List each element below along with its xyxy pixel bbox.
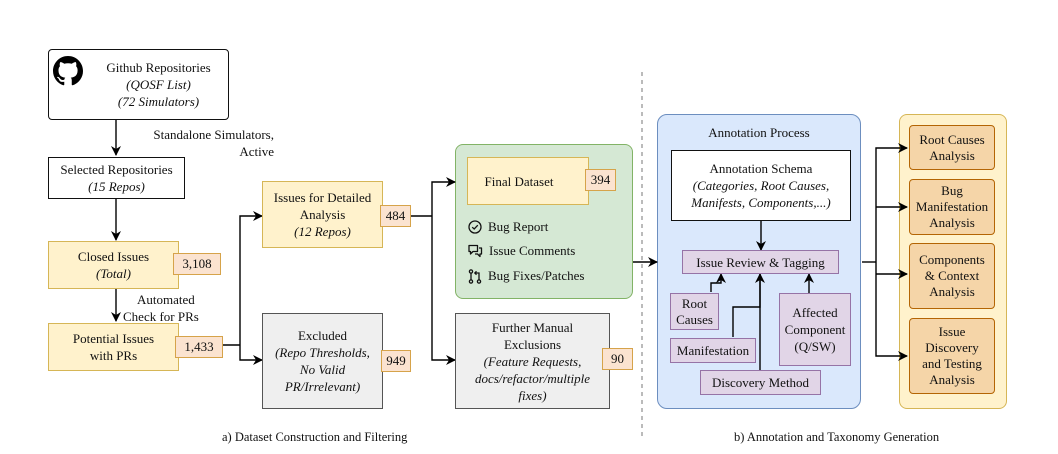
- excluded-sub3: PR/Irrelevant): [284, 379, 361, 394]
- final-title: Final Dataset: [484, 173, 554, 189]
- potential-line1: Potential Issues: [72, 331, 155, 346]
- caption-a: a) Dataset Construction and Filtering: [222, 430, 408, 444]
- detailed-count-badge: 484: [380, 205, 411, 227]
- output-bug-manifestation-analysis: Bug Manifestation Analysis: [909, 179, 995, 235]
- edge-to-excluded: [239, 345, 263, 365]
- caption-b: b) Annotation and Taxonomy Generation: [734, 430, 940, 444]
- pull-request-icon: [468, 268, 482, 284]
- output-components-context-analysis: Components & Context Analysis: [909, 243, 995, 309]
- edge-label-standalone: Standalone Simulators, Active: [153, 127, 274, 159]
- legend-bug-report: Bug Report: [468, 219, 548, 235]
- edge-to-further: [431, 216, 456, 365]
- final-dataset-box: Final Dataset: [467, 157, 589, 205]
- closed-issues-box: Closed Issues (Total): [48, 241, 179, 289]
- github-sub2: (72 Simulators): [117, 94, 200, 109]
- discovery-method-box: Discovery Method: [700, 370, 821, 395]
- schema-sub2: Manifests, Components,...): [691, 195, 831, 210]
- edge-to-output-4: [875, 262, 908, 361]
- further-line1: Further Manual: [491, 319, 574, 335]
- root-causes-box: Root Causes: [670, 293, 719, 330]
- selected-title: Selected Repositories: [60, 162, 173, 177]
- excluded-box: Excluded (Repo Thresholds, No Valid PR/I…: [262, 313, 383, 409]
- closed-title: Closed Issues: [77, 249, 150, 264]
- further-sub1: (Feature Requests,: [483, 353, 582, 369]
- github-icon: [53, 56, 83, 86]
- annotation-process-title: Annotation Process: [708, 125, 810, 140]
- edge-to-final: [431, 177, 456, 216]
- affected-component-box: Affected Component (Q/SW): [779, 293, 851, 366]
- further-line2: Exclusions: [503, 336, 562, 352]
- legend-bug-fixes: Bug Fixes/Patches: [468, 268, 584, 284]
- output-issue-discovery-testing-analysis: Issue Discovery and Testing Analysis: [909, 318, 995, 394]
- edge-rootcauses-review: [710, 273, 726, 292]
- output-root-causes-analysis: Root Causes Analysis: [909, 125, 995, 170]
- schema-title: Annotation Schema: [709, 161, 813, 176]
- annotation-schema-box: Annotation Schema (Categories, Root Caus…: [671, 150, 851, 221]
- github-title: Github Repositories: [106, 60, 211, 75]
- excluded-title: Excluded: [297, 328, 348, 343]
- detailed-sub: (12 Repos): [294, 224, 351, 239]
- edge-label-automated: Automated Check for PRs: [123, 292, 199, 324]
- legend-issue-comments: Issue Comments: [468, 243, 575, 259]
- schema-sub1: (Categories, Root Causes,: [692, 178, 830, 193]
- selected-repositories-box: Selected Repositories (15 Repos): [48, 157, 185, 199]
- comments-icon: [468, 244, 483, 258]
- closed-count-badge: 3,108: [173, 253, 221, 275]
- excluded-sub1: (Repo Thresholds,: [275, 345, 370, 360]
- detailed-line2: Analysis: [299, 207, 346, 222]
- check-circle-icon: [468, 220, 482, 234]
- potential-count-badge: 1,433: [175, 336, 223, 358]
- further-sub3: fixes): [518, 387, 547, 403]
- manifestation-box: Manifestation: [670, 338, 756, 363]
- edge-to-output-1: [875, 143, 908, 262]
- potential-line2: with PRs: [89, 348, 138, 363]
- potential-issues-box: Potential Issues with PRs: [48, 323, 179, 371]
- excluded-count-badge: 949: [381, 350, 411, 372]
- github-sub1: (QOSF List): [126, 77, 191, 92]
- further-count-badge: 90: [602, 348, 633, 370]
- selected-sub: (15 Repos): [88, 179, 145, 194]
- detailed-line1: Issues for Detailed: [273, 190, 372, 205]
- detailed-analysis-box: Issues for Detailed Analysis (12 Repos): [262, 181, 383, 248]
- issue-review-box: Issue Review & Tagging: [682, 250, 839, 274]
- edge-to-detailed: [239, 211, 263, 345]
- excluded-sub2: No Valid: [299, 362, 346, 377]
- edge-manifestation-review: [732, 273, 765, 337]
- final-count-badge: 394: [585, 169, 616, 191]
- closed-sub: (Total): [96, 266, 131, 281]
- further-exclusions-box: Further Manual Exclusions (Feature Reque…: [455, 313, 610, 409]
- further-sub2: docs/refactor/multiple: [474, 370, 591, 386]
